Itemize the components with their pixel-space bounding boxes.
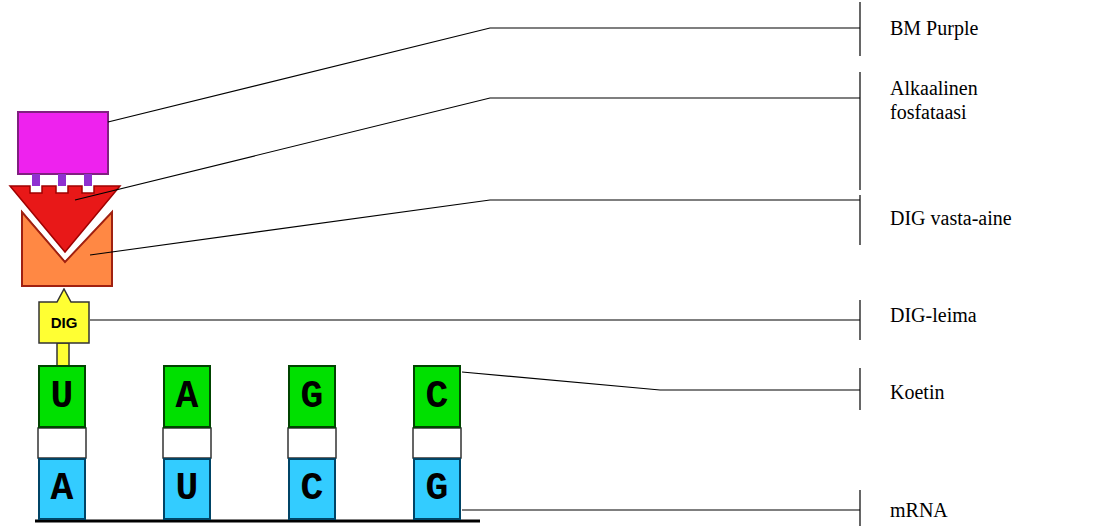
pair-gap [413, 428, 461, 458]
tag-text: DIG [51, 315, 78, 330]
mrna-base: G [413, 458, 461, 520]
leader-tick [859, 490, 860, 526]
part-label: mRNA [890, 498, 948, 522]
dig-stem [57, 343, 69, 366]
part-label: Koetin [890, 380, 944, 404]
purple-leg [58, 174, 66, 186]
part-label: Alkaalinen fosfataasi [890, 76, 1040, 124]
probe-base: U [38, 365, 86, 428]
leader-line [90, 319, 860, 320]
leader-line [108, 28, 860, 122]
purple-leg [84, 174, 92, 186]
base-letter: C [426, 378, 449, 416]
pair-gap [163, 428, 211, 458]
base-letter: A [51, 470, 74, 508]
pair-gap [288, 428, 336, 458]
leader-tick [859, 368, 860, 410]
probe-base: G [288, 365, 336, 428]
base-letter: A [176, 378, 199, 416]
part-label: DIG-leima [890, 303, 977, 327]
probe-base: C [413, 365, 461, 428]
antibody-gap [22, 207, 112, 257]
leader-tick [859, 195, 860, 245]
pair-gap [38, 428, 86, 458]
base-letter: G [426, 470, 449, 508]
purple-leg [32, 174, 40, 186]
mrna-base: U [163, 458, 211, 520]
base-letter: U [51, 378, 74, 416]
probe-base: A [163, 365, 211, 428]
dig-tag-outline [39, 289, 89, 343]
leader-line [75, 98, 860, 200]
base-letter: C [301, 470, 324, 508]
mrna-base: A [38, 458, 86, 520]
leader-line [90, 200, 860, 255]
part-label: BM Purple [890, 16, 978, 40]
mrna-base: C [288, 458, 336, 520]
bm-purple-block [18, 112, 108, 174]
base-letter: G [301, 378, 324, 416]
leader-line [462, 509, 860, 510]
leader-tick [859, 300, 860, 340]
leader-tick [859, 72, 860, 190]
dig-label: DIG [38, 288, 90, 344]
leader-tick [859, 2, 860, 56]
part-label: DIG vasta-aine [890, 206, 1012, 230]
leader-line [462, 372, 860, 390]
base-letter: U [176, 470, 199, 508]
